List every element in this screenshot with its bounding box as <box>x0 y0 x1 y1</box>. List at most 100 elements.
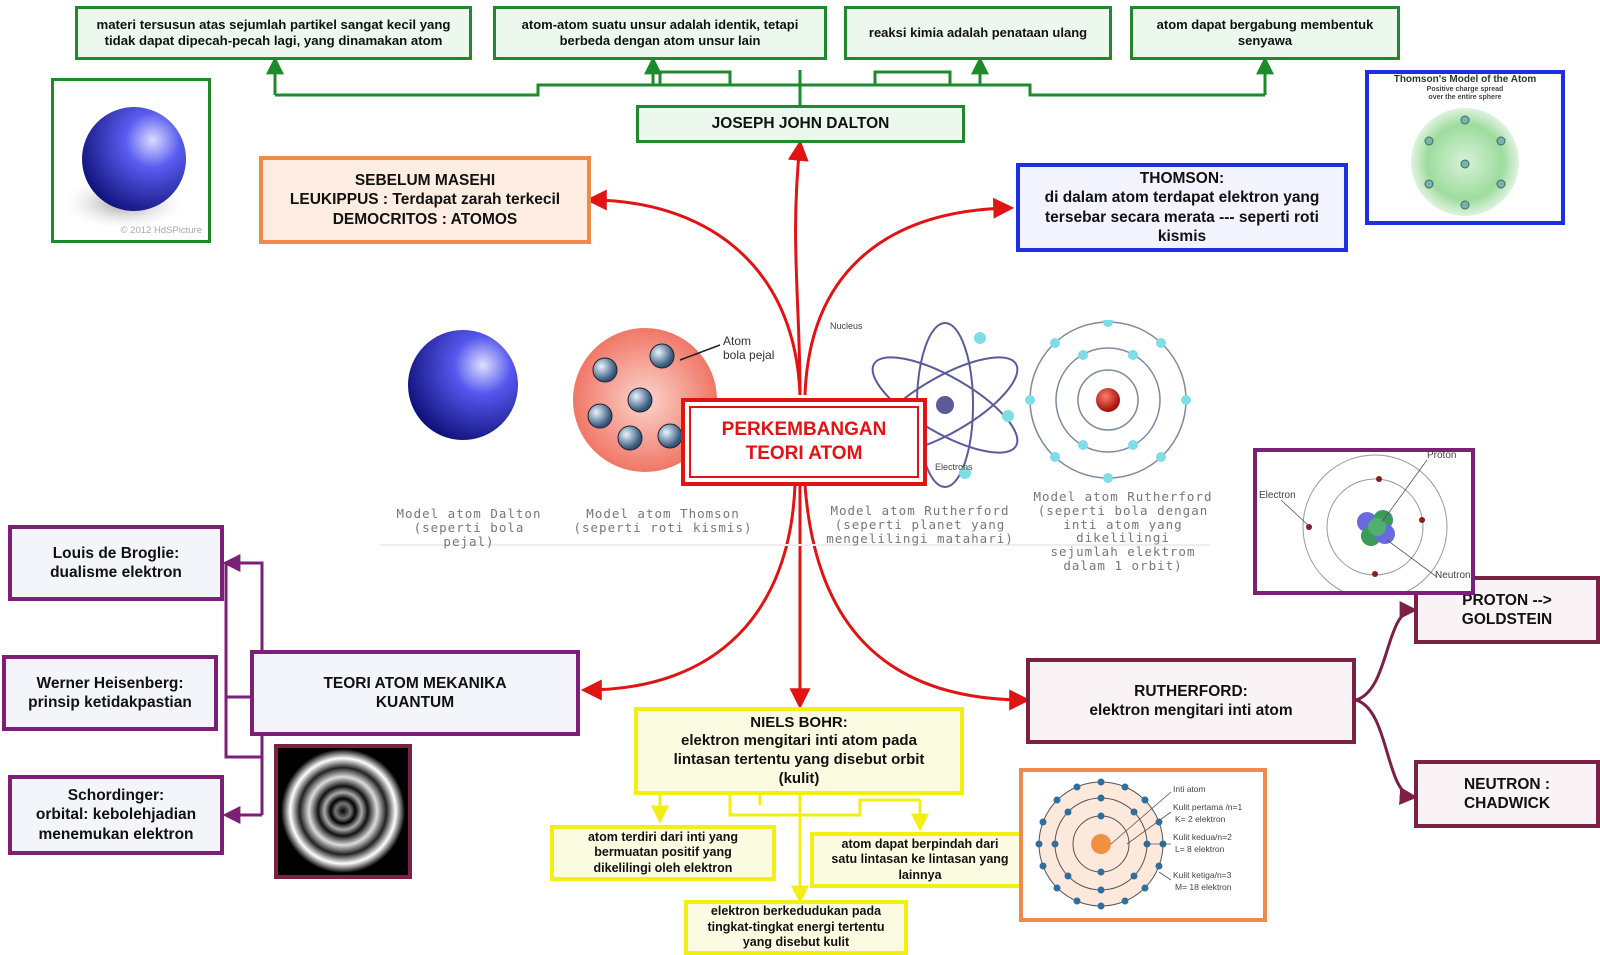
caption-rutherford-2-l3: inti atom yang dikelilingi <box>1063 516 1183 546</box>
dalton-point-2-line1: atom-atom suatu unsur adalah identik, te… <box>521 16 799 32</box>
bohr-k2e-label: L= 8 elektron <box>1175 844 1225 854</box>
heisenberg-l2: prinsip ketidakpastian <box>28 694 192 711</box>
bohr-sub-kulit-l3: yang disebut kulit <box>742 935 850 950</box>
thomson-model-bola-label: bola pejal <box>723 348 774 362</box>
caption-rutherford-1: Model atom Rutherford (seperti planet ya… <box>820 504 1020 545</box>
atom-nucleus-icon <box>1280 454 1448 591</box>
caption-rutherford-1-l2: (seperti planet yang <box>834 516 1006 532</box>
sebelum-masehi-box: SEBELUM MASEHI LEUKIPPUS : Terdapat zara… <box>259 156 591 244</box>
bohr-sub-kulit-l1: elektron berkedudukan pada <box>710 904 882 919</box>
nucleus-neutron-label: Neutron <box>1435 570 1471 581</box>
debroglie-l2: dualisme elektron <box>50 564 182 581</box>
thomson-model-image: Thomson's Model of the Atom Positive cha… <box>1365 70 1565 225</box>
sebelum-masehi-line1: SEBELUM MASEHI <box>354 171 496 189</box>
dalton-point-1-line2: tidak dapat dipecah-pecah lagi, yang din… <box>104 33 443 48</box>
dalton-model-sphere-icon <box>408 330 518 440</box>
thomson-line2: di dalam atom terdapat elektron yang <box>1044 189 1320 207</box>
schrodinger-l2: orbital: kebolehjadian <box>35 806 197 824</box>
bohr-sub-kulit-l2: tingkat-tingkat energi tertentu <box>707 919 885 934</box>
rutherford-l2: elektron mengitari inti atom <box>1089 702 1293 719</box>
caption-rutherford-2-l5: dalam 1 orbit) <box>1063 557 1183 573</box>
thomson-model-atom-label: Atom <box>723 334 751 348</box>
nucleus-electron-label: Electron <box>1259 490 1296 501</box>
bohr-l4: (kulit) <box>778 769 820 787</box>
neutron-l2: CHADWICK <box>1463 795 1551 812</box>
bohr-sub-kulit: elektron berkedudukan pada tingkat-tingk… <box>684 900 908 955</box>
bohr-shell-image: Inti atom Kulit pertama /n=1 K= 2 elektr… <box>1019 768 1267 922</box>
bohr-shells-icon <box>1035 778 1172 910</box>
orbital-image <box>274 744 412 879</box>
schrodinger-l3: menemukan elektron <box>38 825 194 843</box>
bohr-k3-label: Kulit ketiga/n=3 <box>1173 870 1232 880</box>
thomson-image-sub1: Positive charge spread <box>1426 86 1504 93</box>
schrodinger-l1: Schordinger: <box>67 786 165 804</box>
dalton-point-4-line2: senyawa <box>1237 33 1293 48</box>
kuantum-box: TEORI ATOM MEKANIKA KUANTUM <box>250 650 580 736</box>
dalton-point-2-line2: berbeda dengan atom unsur lain <box>559 33 761 48</box>
dalton-point-4-line1: atom dapat bergabung membentuk <box>1156 16 1374 32</box>
rutherford-l1: RUTHERFORD: <box>1134 682 1248 700</box>
dalton-point-2: atom-atom suatu unsur adalah identik, te… <box>493 6 827 60</box>
thomson-line1: THOMSON: <box>1139 169 1225 187</box>
sebelum-masehi-line3: DEMOCRITOS : ATOMOS <box>332 210 518 228</box>
bohr-sub-inti: atom terdiri dari inti yang bermuatan po… <box>550 825 776 881</box>
central-topic-line2: TEORI ATOM <box>745 443 863 464</box>
caption-dalton-l2: (seperti bola pejal) <box>413 519 525 549</box>
thomson-image-sub2: over the entire sphere <box>1428 94 1502 101</box>
bohr-sub-inti-l3: dikelilingi oleh elektron <box>593 860 733 875</box>
kuantum-title2: KUANTUM <box>375 694 455 711</box>
rutherford-model-electrons-label: Electrons <box>935 462 973 472</box>
caption-dalton-l1: Model atom Dalton <box>396 506 542 521</box>
caption-thomson-l1: Model atom Thomson <box>586 506 740 521</box>
dalton-sphere-image: © 2012 HdSPicture <box>51 78 211 243</box>
rutherford-model-nucleus-label: Nucleus <box>830 321 863 331</box>
thomson-image-title: Thomson's Model of the Atom <box>1393 74 1537 85</box>
central-topic: PERKEMBANGAN TEORI ATOM <box>681 398 927 486</box>
blue-sphere-icon <box>64 107 186 229</box>
thomson-box: THOMSON: di dalam atom terdapat elektron… <box>1016 163 1348 252</box>
dalton-point-3: reaksi kimia adalah penataan ulang <box>844 6 1112 60</box>
nucleus-proton-label: Proton <box>1427 450 1457 461</box>
bohr-sub-inti-l2: bermuatan positif yang <box>594 845 732 860</box>
neutron-box: NEUTRON : CHADWICK <box>1414 760 1600 828</box>
caption-rutherford-2-l4: sejumlah elektrom <box>1050 544 1196 559</box>
bohr-inti-label: Inti atom <box>1173 784 1206 794</box>
dalton-point-1-line1: materi tersusun atas sejumlah partikel s… <box>96 16 451 32</box>
caption-rutherford-2-l1: Model atom Rutherford <box>1033 489 1213 504</box>
proton-l1: PROTON --> <box>1462 591 1552 609</box>
dalton-title: JOSEPH JOHN DALTON <box>636 105 965 143</box>
kuantum-title1: TEORI ATOM MEKANIKA <box>323 674 507 692</box>
neutron-l1: NEUTRON : <box>1463 775 1551 793</box>
bohr-sub-inti-l1: atom terdiri dari inti yang <box>587 829 739 844</box>
caption-rutherford-1-l1: Model atom Rutherford <box>830 503 1010 518</box>
bohr-l3: lintasan tertentu yang disebut orbit <box>673 751 925 768</box>
sebelum-masehi-line2: LEUKIPPUS : Terdapat zarah terkecil <box>289 191 561 209</box>
bohr-sub-pindah-l2: satu lintasan ke lintasan yang <box>831 852 1009 867</box>
proton-l2: GOLDSTEIN <box>1461 611 1553 628</box>
bohr-k1-label: Kulit pertama /n=1 <box>1173 802 1243 812</box>
caption-thomson: Model atom Thomson (seperti roti kismis) <box>568 507 758 535</box>
dalton-title-text: JOSEPH JOHN DALTON <box>711 115 890 133</box>
debroglie-l1: Louis de Broglie: <box>52 544 180 562</box>
bohr-k1e-label: K= 2 elektron <box>1175 814 1226 824</box>
heisenberg-box: Werner Heisenberg: prinsip ketidakpastia… <box>2 655 218 731</box>
caption-dalton: Model atom Dalton (seperti bola pejal) <box>384 507 554 548</box>
caption-rutherford-2: Model atom Rutherford (seperti bola deng… <box>1018 490 1228 573</box>
bohr-l2: elektron mengitari inti atom pada <box>681 732 917 750</box>
caption-rutherford-1-l3: mengelilingi matahari) <box>826 530 1014 546</box>
caption-rutherford-2-l2: (seperti bola dengan <box>1037 502 1209 518</box>
thomson-line3: tersebar secara merata --- seperti roti <box>1045 208 1319 226</box>
bohr-sub-pindah: atom dapat berpindah dari satu lintasan … <box>810 832 1030 888</box>
thomson-sphere-icon <box>1411 108 1519 216</box>
caption-thomson-l2: (seperti roti kismis) <box>573 519 753 535</box>
bohr-l1: NIELS BOHR: <box>750 713 848 731</box>
debroglie-box: Louis de Broglie: dualisme elektron <box>8 525 224 601</box>
nucleus-image: Proton Electron Neutron <box>1253 448 1475 595</box>
dalton-point-1: materi tersusun atas sejumlah partikel s… <box>75 6 472 60</box>
central-topic-line1: PERKEMBANGAN <box>721 419 887 441</box>
dalton-point-3-line1: reaksi kimia adalah penataan ulang <box>868 24 1088 40</box>
bohr-sub-pindah-l3: lainnya <box>898 867 942 882</box>
heisenberg-l1: Werner Heisenberg: <box>36 674 184 692</box>
rutherford-box: RUTHERFORD: elektron mengitari inti atom <box>1026 658 1356 744</box>
schrodinger-box: Schordinger: orbital: kebolehjadian mene… <box>8 775 224 855</box>
